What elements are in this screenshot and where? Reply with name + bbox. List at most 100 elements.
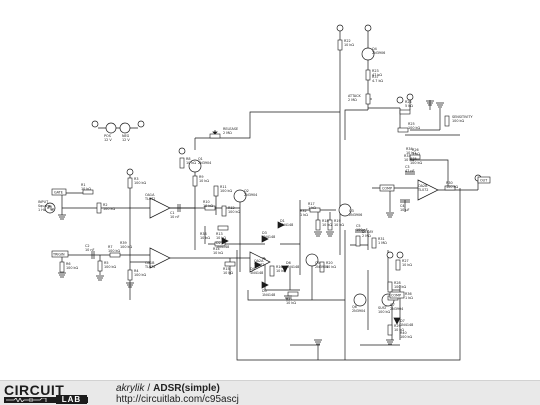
author-name[interactable]: akrylik [116, 383, 145, 394]
resistor-ref: R2 [103, 203, 108, 207]
capacitor-value: 10 nF [170, 215, 180, 219]
source-array [44, 24, 482, 345]
neg-value: 12 V [122, 138, 130, 142]
resistor-ref: R9 [199, 175, 204, 179]
resistor-value: 10 kΩ [286, 301, 296, 305]
circuitlab-logo[interactable]: CIRCUIT LAB [4, 382, 88, 404]
resistor-value: 1 kΩ [405, 296, 413, 300]
resistor-ref: R1 [81, 183, 86, 187]
diode-array [221, 221, 401, 325]
resistor-value: 100 kΩ [408, 126, 421, 130]
trig-port [51, 250, 69, 258]
resistor-value: 100 kΩ [66, 266, 79, 270]
resistor-ref: R4 [134, 269, 139, 273]
transistor-ref: Q7 [390, 303, 395, 307]
resistor-ref: R20 [326, 261, 333, 265]
comp-port-right-label: COMP [391, 293, 401, 297]
resistor-ref: R31 [378, 237, 385, 241]
resistor-value: 1 kΩ [300, 213, 308, 217]
resistor-value: 100 kΩ [394, 285, 407, 289]
pos-value: 12 V [104, 138, 112, 142]
resistor-ref: R21 [286, 297, 293, 301]
resistor-value: 47 kΩ [372, 73, 382, 77]
transistor-value: 2N3906 [315, 265, 328, 269]
component-labels: INPUT Square 1 Hz POS 12 V NEG 12 V RELE… [38, 94, 473, 314]
diode-value: 1N4148 [262, 293, 275, 297]
diode-ref: D3 [262, 231, 267, 235]
resistor-ref: R7 [108, 245, 113, 249]
resistor-value: 10 kΩ [203, 204, 213, 208]
resistor-value: 1 kΩ [412, 152, 420, 156]
diode-value: 1N4148 [250, 271, 263, 275]
opamp-d-label: OA2B [418, 184, 428, 188]
resistor-value: 10 kΩ [186, 161, 196, 165]
input-type-label: Square [38, 204, 50, 208]
logo-wordmark: CIRCUIT [4, 382, 65, 398]
attack-label: ATTACK [348, 94, 362, 98]
opamp-c-part: TL072 [253, 263, 264, 267]
project-name[interactable]: ADSR(simple) [153, 383, 220, 394]
resistor-ref: R27 [402, 259, 409, 263]
capacitor-ref: C2 [85, 244, 90, 248]
input-freq-label: 1 Hz [38, 208, 46, 212]
resistor-array [59, 39, 456, 336]
transistor-labels: Q12N3904Q22N3904Q32N3906Q42N3906Q52N3906… [198, 47, 403, 313]
resistor-ref: R10 [203, 200, 210, 204]
opamp-b-label: OA1B [145, 261, 155, 265]
resistor-ref: R11 [220, 185, 227, 189]
resistor-ref: R8 [186, 157, 191, 161]
resistor-value: 10 kΩ [199, 179, 209, 183]
project-url-link[interactable]: http://circuitlab.com/c95ascj [116, 394, 239, 405]
wire-network [58, 30, 479, 361]
opamp-a-part: TL072 [144, 197, 155, 201]
resistor-value: 10 kΩ [200, 236, 210, 240]
resistor-ref: R3 [134, 177, 139, 181]
resistor-ref: R13 [216, 232, 223, 236]
resistor-value: 10 kΩ [402, 263, 412, 267]
diode-value: 1N4148 [216, 245, 229, 249]
resistor-value: 100 kΩ [134, 273, 147, 277]
resistor-ref: R35 [410, 157, 417, 161]
resistor-ref: R23 [372, 69, 379, 73]
opamp-c-label: OA2A [254, 259, 264, 263]
resistor-value: 100 kΩ [228, 210, 241, 214]
diode-ref: D2 [216, 241, 221, 245]
diode-ref: D5 [262, 289, 267, 293]
capacitor-ref: C3 [405, 165, 410, 169]
resistor-value: 1 MΩ [378, 241, 387, 245]
resistor-value: 10 kΩ [213, 251, 223, 255]
resistor-ref: R16 [276, 265, 283, 269]
transistor-ref: Q2 [244, 189, 249, 193]
resistor-value: 5 kΩ [405, 104, 413, 108]
capacitor-value: 10 nF [85, 248, 95, 252]
diode-ref: D6 [286, 261, 291, 265]
resistor-value: 100 kΩ [446, 185, 459, 189]
resistor-value: 10 kΩ [223, 271, 233, 275]
resistor-ref: R28 [394, 281, 401, 285]
resistor-value: 4.7 kΩ [372, 79, 383, 83]
gate-port [51, 188, 67, 196]
diode-value: 1N4148 [262, 235, 275, 239]
resistor-ref: R6 [66, 262, 71, 266]
resistor-value: 100 kΩ [103, 207, 116, 211]
release-value: 2 MΩ [223, 131, 232, 135]
transistor-ref: Q5 [315, 261, 320, 265]
attack-value: 2 MΩ [348, 98, 357, 102]
resistor-ref: R24 [405, 100, 412, 104]
sensitivity-label: SENSITIVITY [452, 115, 473, 119]
resistor-ref: R33 [404, 154, 411, 158]
resistor-ref: R30 [446, 181, 453, 185]
project-title-line: akrylik/ADSR(simple) [116, 383, 220, 394]
resistor-value: 100 kΩ [120, 245, 133, 249]
resistor-value: 100 kΩ [410, 161, 423, 165]
opamp-a-label: OA1A [145, 193, 155, 197]
sensitivity-value: 100 kΩ [452, 119, 465, 123]
circuit-schematic: GATE TRIGIN OUT COMP COMP INPUT Square 1… [38, 24, 491, 361]
resistor-value: 1 kΩ [308, 206, 316, 210]
pos-label: POS [104, 134, 111, 138]
transistor-ref: Q3 [349, 209, 354, 213]
transistor-value: 2N3906 [372, 51, 385, 55]
transistor-ref: Q1 [198, 157, 203, 161]
